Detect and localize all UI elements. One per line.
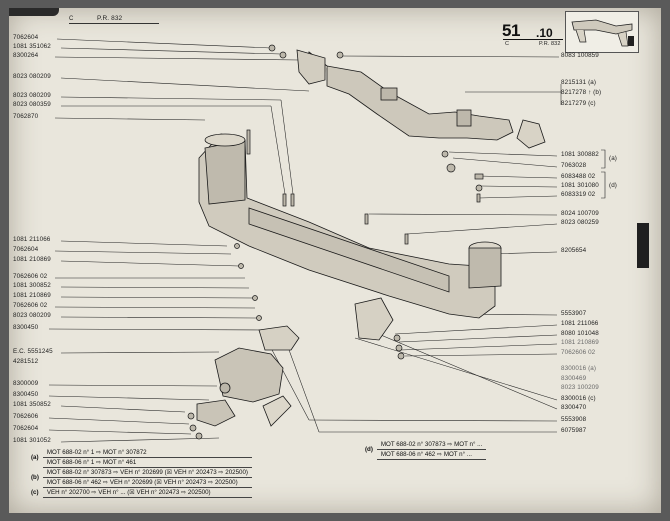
- part-label-right: 8023 100209: [561, 384, 599, 391]
- row-line: MOT 688-02 n° 307873 ⇨ VEH n° 202699 (☒ …: [42, 467, 252, 478]
- part-label-left: 8023 080209: [13, 73, 51, 80]
- part-label-left: 1081 301052: [13, 437, 51, 444]
- assembly-thumbnail: [565, 11, 639, 53]
- group-braces: [601, 149, 606, 199]
- part-label-left: 1081 350852: [13, 401, 51, 408]
- part-label-right: 8217278 ↑ (b): [561, 89, 602, 96]
- part-label-right: 8205654: [561, 247, 587, 254]
- part-label-right: 8083 100859: [561, 52, 599, 59]
- part-label-right: 8300016 (a): [561, 365, 597, 372]
- page-number-rule: [503, 39, 563, 40]
- part-label-left: 1081 211066: [13, 236, 51, 243]
- part-label-right: 8300016 (c): [561, 395, 596, 402]
- part-label-left: 7062606: [13, 413, 39, 420]
- row-line: MOT 688-06 n° 462 ⇨ VEH n° 202699 (☒ VEH…: [42, 477, 252, 488]
- table-row: (d)MOT 688-02 n° 307873 ⇨ MOT n° ...: [361, 440, 487, 453]
- fasteners: [187, 44, 484, 440]
- upper-crossmember: [296, 49, 546, 149]
- part-label-left: 7062604: [13, 34, 39, 41]
- part-label-left: 7062604: [13, 425, 39, 432]
- header-left: C P.R. 832: [9, 8, 169, 28]
- part-label-left: 7062606 02: [13, 273, 48, 280]
- leader-lines: [48, 38, 562, 443]
- part-label-right: 6083319 02: [561, 191, 596, 198]
- part-label-left: 7062606 02: [13, 302, 48, 309]
- part-label-right: 1081 211066: [561, 320, 599, 327]
- exploded-parts-drawing: [48, 38, 606, 443]
- part-label-left: 4281512: [13, 358, 39, 365]
- part-label-right: 8217279 (c): [561, 100, 596, 107]
- row-line: MOT 688-02 n° 307873 ⇨ MOT n° ...: [376, 440, 487, 450]
- row-tag: (c): [31, 489, 39, 496]
- part-label-right: 6075987: [561, 427, 587, 434]
- row-line: MOT 688-06 n° 462 ⇨ MOT n° ...: [376, 449, 487, 460]
- row-line: VEH n° 202700 ⇨ VEH n° ... (☒ VEH n° 202…: [42, 487, 252, 498]
- table-row: (c)VEH n° 202700 ⇨ VEH n° ... (☒ VEH n° …: [27, 487, 252, 498]
- header-right-ref: P.R. 832: [539, 41, 561, 47]
- part-label-left: 8300450: [13, 324, 39, 331]
- part-label-left: 8023 080209: [13, 92, 51, 99]
- row-tag: (a): [31, 454, 39, 462]
- engine-mounts: [196, 297, 394, 427]
- catalog-page: C P.R. 832 51 .10 C P.R. 832: [9, 8, 661, 513]
- part-label-right: 8300469: [561, 375, 587, 382]
- part-label-right: 8300470: [561, 404, 587, 411]
- main-crossmember: [198, 133, 502, 319]
- row-tag: (b): [31, 474, 39, 481]
- part-label-left: 1081 351062: [13, 43, 51, 50]
- part-label-left: 7062604: [13, 246, 39, 253]
- header-left-code: C: [69, 16, 74, 22]
- group-tag: (a): [609, 155, 617, 162]
- part-label-right: 8023 080259: [561, 219, 599, 226]
- part-label-left: 1081 210869: [13, 292, 51, 299]
- part-label-right: 7062606 02: [561, 349, 596, 356]
- part-label-right: 8024 100709: [561, 210, 599, 217]
- table-row: (a)MOT 688-02 n° 1 ⇨ MOT n° 307872: [27, 448, 252, 461]
- part-label-right: 8080 101048: [561, 330, 599, 337]
- applicability-table-right: (d)MOT 688-02 n° 307873 ⇨ MOT n° ... MOT…: [361, 440, 487, 460]
- part-label-left: 7062870: [13, 113, 39, 120]
- part-label-right: 1081 300882: [561, 151, 599, 158]
- table-row: MOT 688-06 n° 1 ⇨ MOT n° 461: [27, 457, 252, 468]
- group-tag: (d): [609, 182, 617, 189]
- page-number: 51: [502, 21, 520, 40]
- part-label-left: 8023 080359: [13, 101, 51, 108]
- part-label-left: 1081 210869: [13, 256, 51, 263]
- section-edge-tab: [637, 223, 649, 268]
- part-label-left: E.C. 5551245: [13, 348, 53, 355]
- part-label-left: 8300009: [13, 380, 39, 387]
- part-label-left: 8023 080209: [13, 312, 51, 319]
- header-tab-block: [9, 8, 59, 16]
- page-subnumber: .10: [536, 26, 553, 40]
- part-label-right: 1081 210869: [561, 339, 599, 346]
- table-row: MOT 688-06 n° 462 ⇨ VEH n° 202699 (☒ VEH…: [27, 477, 252, 488]
- row-tag: (d): [365, 446, 373, 454]
- part-label-right: 6083488 02: [561, 173, 596, 180]
- table-row: MOT 688-06 n° 462 ⇨ MOT n° ...: [361, 449, 487, 460]
- part-label-right: 1081 301080: [561, 182, 599, 189]
- part-label-left: 8300450: [13, 391, 39, 398]
- table-row: (b)MOT 688-02 n° 307873 ⇨ VEH n° 202699 …: [27, 467, 252, 481]
- part-label-right: 7063028: [561, 162, 587, 169]
- row-line: MOT 688-02 n° 1 ⇨ MOT n° 307872: [42, 448, 252, 458]
- header-right-code: C: [505, 41, 510, 47]
- applicability-table-left: (a)MOT 688-02 n° 1 ⇨ MOT n° 307872 MOT 6…: [27, 448, 252, 498]
- part-label-left: 8300264: [13, 52, 39, 59]
- part-label-right: 8215131 (a): [561, 79, 597, 86]
- part-label-right: 5553907: [561, 310, 587, 317]
- header-left-rule: [69, 23, 159, 24]
- part-label-right: 5553908: [561, 416, 587, 423]
- part-label-left: 1081 300852: [13, 282, 51, 289]
- row-line: MOT 688-06 n° 1 ⇨ MOT n° 461: [42, 457, 252, 468]
- header-left-ref: P.R. 832: [97, 15, 123, 22]
